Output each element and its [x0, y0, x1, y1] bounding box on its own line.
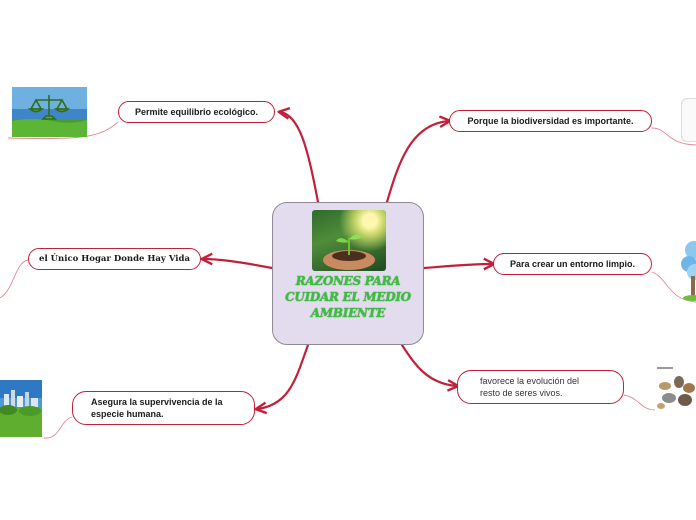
blue-tree-illustration-partial	[681, 238, 696, 302]
topic-label: Asegura la supervivencia de la especie h…	[91, 397, 223, 419]
white-card-partial	[681, 98, 696, 142]
link-entorno	[422, 264, 493, 268]
link-thumb-supervivencia	[43, 416, 73, 439]
topic-entorno-limpio[interactable]: Para crear un entorno limpio.	[493, 253, 652, 275]
link-thumb-entorno	[651, 271, 696, 303]
link-unico-hogar	[203, 259, 274, 270]
topic-label: el Único Hogar Donde Hay Vida	[39, 254, 190, 264]
link-biodiversidad	[385, 121, 449, 204]
topic-label: Porque la biodiversidad es importante.	[467, 116, 634, 126]
city-park-skyline-photo	[0, 380, 42, 437]
hands-holding-seedling-photo	[312, 210, 386, 271]
link-thumb-evolucion	[623, 394, 657, 411]
topic-supervivencia[interactable]: Asegura la supervivencia de la especie h…	[72, 391, 255, 425]
central-topic[interactable]: RAZONES PARA CUIDAR EL MEDIO AMBIENTE	[272, 202, 424, 345]
link-evolucion	[400, 343, 457, 386]
topic-unico-hogar[interactable]: el Único Hogar Donde Hay Vida	[28, 248, 201, 270]
scales-of-justice-on-grass-photo	[12, 87, 87, 137]
link-equilibrio	[280, 112, 320, 204]
topic-label: Permite equilibrio ecológico.	[134, 107, 259, 117]
central-title: RAZONES PARA CUIDAR EL MEDIO AMBIENTE	[285, 274, 411, 320]
topic-label: favorece la evolución del resto de seres…	[480, 376, 580, 398]
topic-equilibrio-ecologico[interactable]: Permite equilibrio ecológico.	[118, 101, 275, 123]
topic-biodiversidad[interactable]: Porque la biodiversidad es importante.	[449, 110, 652, 132]
topic-label: Para crear un entorno limpio.	[509, 259, 636, 269]
animal-evolution-chart-partial	[655, 364, 696, 412]
topic-evolucion[interactable]: favorece la evolución del resto de seres…	[457, 370, 624, 404]
link-supervivencia	[257, 343, 310, 409]
link-thumb-biodiversidad	[651, 127, 696, 146]
link-thumb-unico	[0, 259, 29, 299]
